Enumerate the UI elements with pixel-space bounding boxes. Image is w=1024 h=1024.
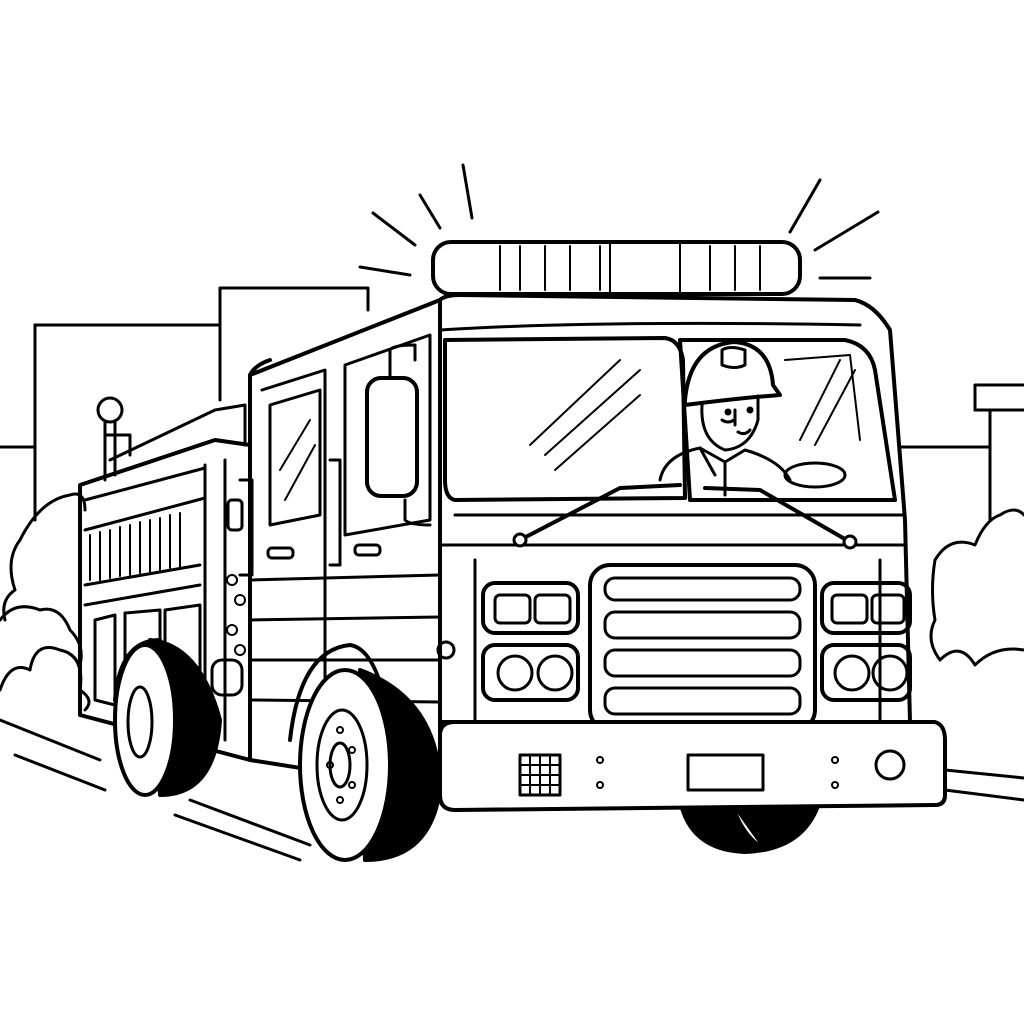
light-bar [431,240,802,296]
buildings [0,286,1024,522]
windshield-right [678,338,897,502]
rear-wheel [113,638,222,797]
grille [588,563,817,732]
wipers [512,483,858,550]
front-left-wheel [288,643,442,862]
side-mirror [365,343,432,527]
cab-front [436,293,912,724]
bushes [0,492,1024,712]
road [0,718,1024,862]
headlights [481,581,912,702]
front-right-wheel [678,798,822,854]
windshield-left [443,336,687,502]
bumper [438,720,947,812]
firefighter [658,340,847,497]
light-rays [358,163,880,280]
